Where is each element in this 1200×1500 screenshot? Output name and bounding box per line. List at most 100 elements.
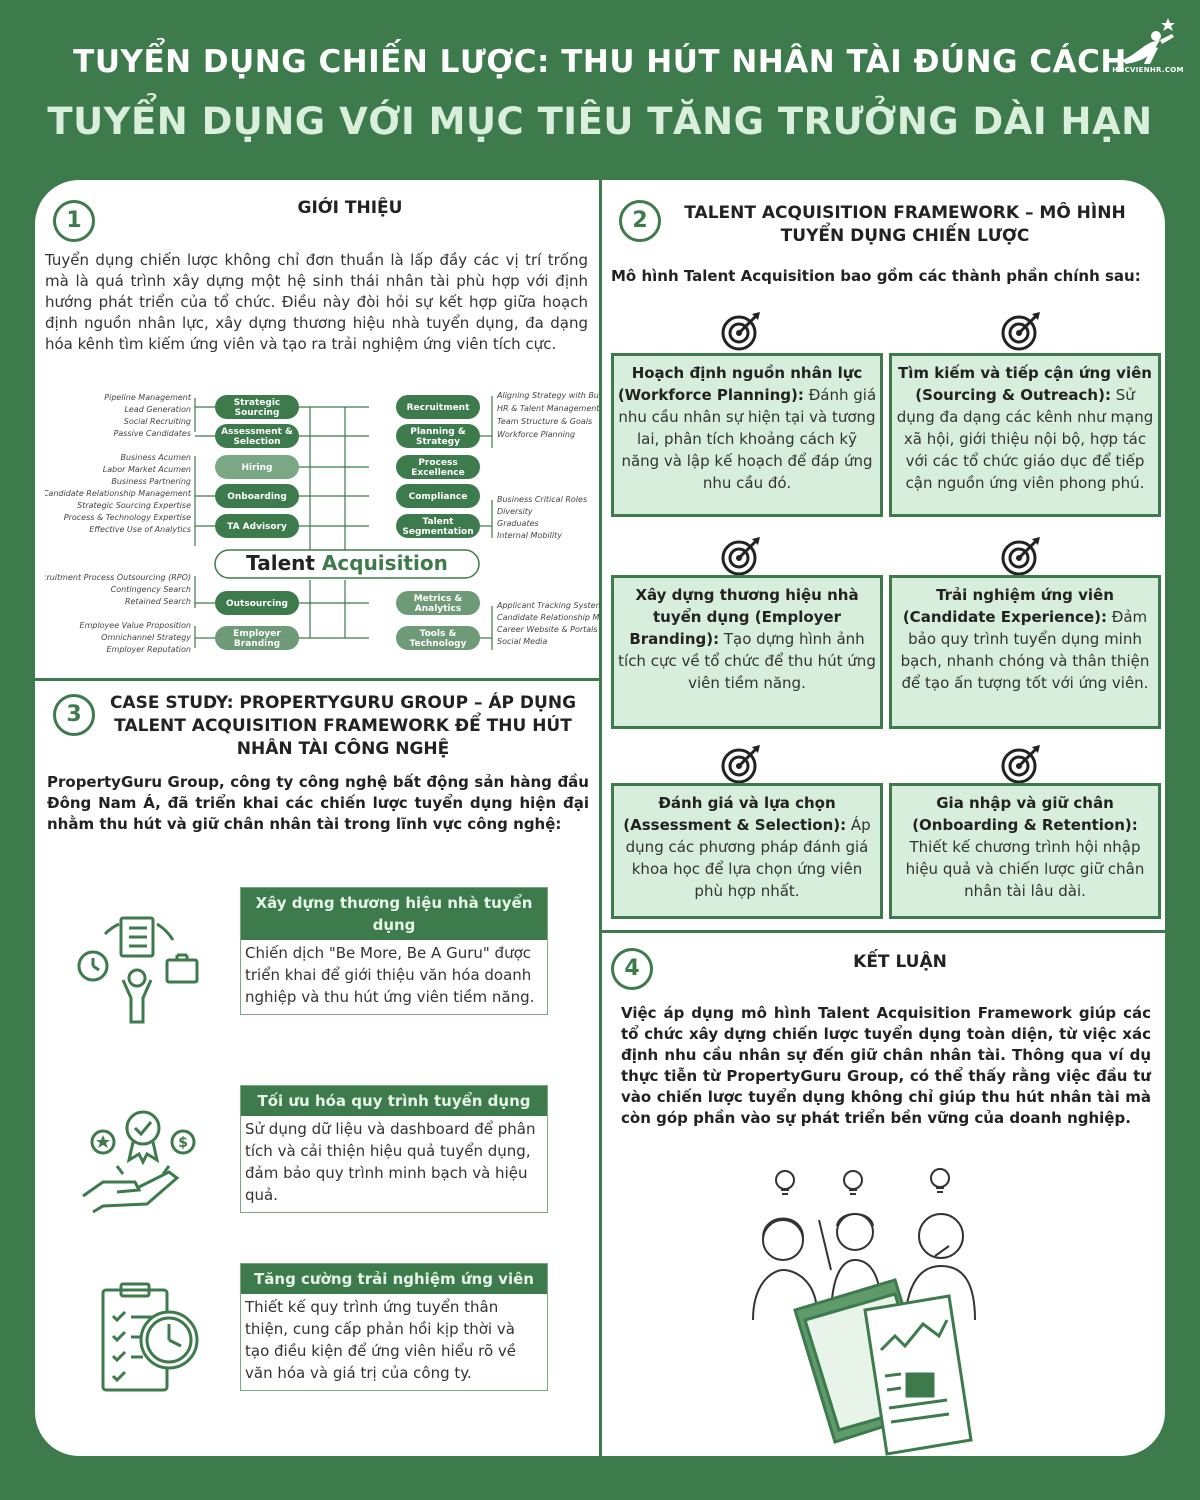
divider-vertical (599, 180, 602, 1456)
diagram-branch-label: Candidate Relationship Management (45, 489, 192, 498)
diagram-branch-label: Workforce Planning (497, 430, 575, 439)
diagram-pill-label: Excellence (411, 468, 465, 478)
diagram-pill-label: Employer (233, 629, 281, 639)
framework-item-title: Tìm kiếm và tiếp cận ứng viên (Sourcing … (898, 364, 1152, 404)
diagram-branch-label: Passive Candidates (113, 429, 191, 438)
section2-intro: Mô hình Talent Acquisition bao gồm các t… (611, 267, 1141, 285)
diagram-pill-label: Outsourcing (226, 599, 288, 609)
diagram-pill-label: Assessment & (221, 427, 293, 437)
diagram-branch-label: Strategic Sourcing Expertise (77, 501, 191, 510)
diagram-branch-label: Employer Reputation (106, 645, 191, 654)
framework-item-assessment: Đánh giá và lựa chọn (Assessment & Selec… (611, 783, 883, 919)
framework-item-text: Đánh giá nhu cầu nhân sự hiện tại và tươ… (618, 386, 877, 492)
diagram-branch-label: Diversity (497, 507, 533, 516)
section1-text: Tuyển dụng chiến lược không chỉ đơn thuầ… (45, 251, 588, 353)
hand-award-icon: $ (82, 1110, 196, 1214)
framework-item-candidate-experience: Trải nghiệm ứng viên (Candidate Experien… (889, 575, 1161, 729)
page-title: TUYỂN DỤNG CHIẾN LƯỢC: THU HÚT NHÂN TÀI … (73, 44, 1127, 80)
content-card: 1 GIỚI THIỆU Tuyển dụng chiến lược không… (35, 180, 1165, 1456)
talent-acquisition-diagram: Talent Acquisition StrategicSourcingAsse… (45, 391, 600, 654)
diagram-pill-label: Tools & (420, 629, 457, 639)
diagram-branch-label: Omnichannel Strategy (101, 633, 191, 642)
diagram-branch-label: Career Website & Portals (497, 625, 598, 634)
diagram-branch-label: Pipeline Management (104, 393, 192, 402)
case-item-candidate-experience: Tăng cường trải nghiệm ứng viên Thiết kế… (240, 1263, 548, 1391)
section4-text: Việc áp dụng mô hình Talent Acquisition … (621, 1004, 1151, 1127)
diagram-branch-label: Recruitment Process Outsourcing (RPO) (45, 573, 191, 582)
diagram-branch-label: Contingency Search (111, 585, 191, 594)
section2-title: TALENT ACQUISITION FRAMEWORK – MÔ HÌNH T… (684, 203, 1126, 246)
diagram-pill-label: Recruitment (407, 403, 470, 413)
diagram-branch-label: Business Partnering (111, 477, 191, 486)
diagram-pill-label: Selection (233, 437, 280, 447)
case-item-title: Xây dựng thương hiệu nhà tuyển dụng (241, 888, 547, 940)
section4-number: 4 (611, 948, 653, 990)
divider-left (35, 678, 599, 681)
case-item-text: Sử dụng dữ liệu và dashboard để phân tíc… (245, 1120, 536, 1204)
case-item-text: Chiến dịch "Be More, Be A Guru" được tri… (245, 944, 535, 1006)
diagram-branch-label: Business Acumen (120, 453, 191, 462)
case-item-title: Tăng cường trải nghiệm ứng viên (241, 1264, 547, 1294)
diagram-branch-label: Applicant Tracking System (ATS) (496, 601, 600, 610)
case-item-employer-branding: Xây dựng thương hiệu nhà tuyển dụng Chiế… (240, 887, 548, 1015)
diagram-branch-label: Lead Generation (124, 405, 191, 414)
diagram-branch-label: Social Recruiting (124, 417, 191, 426)
diagram-pill-label: Sourcing (235, 408, 280, 418)
framework-item-text: Sử dụng đa dạng các kênh như mạng xã hội… (896, 386, 1154, 492)
divider-right (602, 930, 1165, 933)
section1-title: GIỚI THIỆU (297, 198, 403, 218)
section4-title: KẾT LUẬN (853, 952, 947, 972)
section3-intro: PropertyGuru Group, công ty công nghệ bấ… (47, 773, 589, 833)
team-ideas-illustration (752, 1168, 976, 1456)
diagram-branch-label: Process & Technology Expertise (64, 513, 191, 522)
diagram-branch-label: Retained Search (125, 597, 191, 606)
diagram-pill-label: Metrics & (414, 594, 463, 604)
diagram-pill-label: Technology (410, 639, 467, 649)
clipboard-clock-icon (101, 1282, 199, 1392)
target-icon (721, 537, 760, 576)
diagram-pill-label: Strategy (416, 437, 460, 447)
framework-item-text: Tạo dựng hình ảnh tích cực về tổ chức để… (618, 630, 876, 692)
diagram-branch-label: Team Structure & Goals (497, 417, 592, 426)
diagram-branch-label: Employee Value Proposition (80, 621, 191, 630)
framework-item-title: Xây dựng thương hiệu nhà tuyển dụng (Emp… (629, 586, 859, 648)
case-item-text: Thiết kế quy trình ứng tuyển thân thiện,… (245, 1298, 517, 1382)
target-icon (721, 745, 760, 784)
diagram-branch-label: Labor Market Acumen (103, 465, 191, 474)
diagram-pill-label: Strategic (234, 398, 281, 408)
diagram-branch-label: Candidate Relationship Management (CRM) (497, 613, 600, 622)
diagram-pill-label: Hiring (242, 463, 273, 473)
section2-number: 2 (619, 200, 661, 242)
diagram-pill-label: Onboarding (227, 492, 287, 502)
section1-number: 1 (53, 200, 95, 242)
target-icon (1001, 537, 1040, 576)
framework-item-onboarding: Gia nhập và giữ chân (Onboarding & Reten… (889, 783, 1161, 919)
framework-item-title: Gia nhập và giữ chân (Onboarding & Reten… (912, 794, 1138, 834)
diagram-pill-label: Talent (423, 517, 455, 527)
framework-item-title: Hoạch định nguồn nhân lực (Workforce Pla… (617, 364, 863, 404)
diagram-branch-label: Social Media (497, 637, 547, 646)
framework-item-text: Đảm bảo quy trình tuyển dụng minh bạch, … (900, 608, 1150, 692)
diagram-pill-label: TA Advisory (227, 522, 287, 532)
framework-item-text: Áp dụng các phương pháp đánh giá khoa họ… (625, 816, 871, 900)
diagram-branch-label: Effective Use of Analytics (89, 525, 191, 534)
diagram-center-label: Talent Acquisition (246, 551, 448, 575)
diagram-branch-label: HR & Talent Management Integration (497, 404, 600, 413)
diagram-branch-label: Business Critical Roles (497, 495, 587, 504)
diagram-pill-label: Branding (234, 639, 280, 649)
svg-text:$: $ (178, 1135, 188, 1151)
diagram-branch-label: Graduates (497, 519, 539, 528)
page-subtitle: TUYỂN DỤNG VỚI MỤC TIÊU TĂNG TRƯỞNG DÀI … (47, 100, 1153, 143)
diagram-pill-label: Planning & (410, 427, 466, 437)
framework-item-sourcing: Tìm kiếm và tiếp cận ứng viên (Sourcing … (889, 353, 1161, 517)
diagram-branch-label: Internal Mobility (497, 531, 562, 540)
section3-number: 3 (53, 694, 95, 736)
framework-item-text: Thiết kế chương trình hội nhập hiệu quả … (905, 838, 1145, 900)
case-item-title: Tối ưu hóa quy trình tuyển dụng (241, 1086, 547, 1116)
diagram-pill-label: Segmentation (402, 527, 473, 537)
framework-item-employer-branding: Xây dựng thương hiệu nhà tuyển dụng (Emp… (611, 575, 883, 729)
framework-item-title: Trải nghiệm ứng viên (Candidate Experien… (902, 586, 1114, 626)
target-icon (721, 312, 760, 351)
target-icon (1001, 312, 1040, 351)
logo-icon (1122, 18, 1175, 64)
